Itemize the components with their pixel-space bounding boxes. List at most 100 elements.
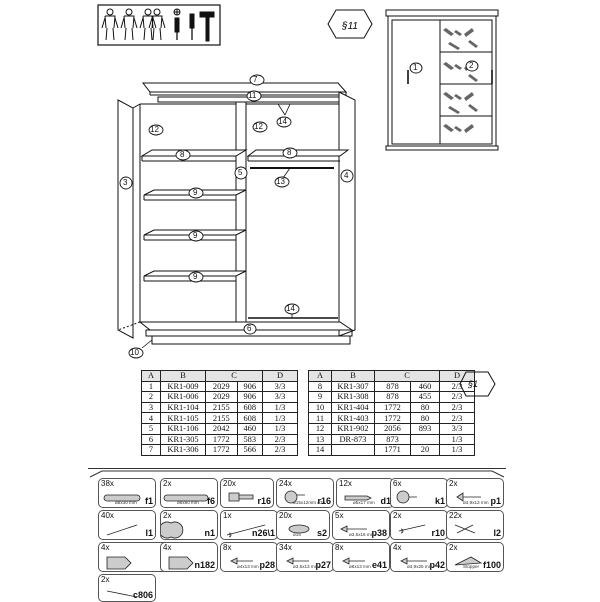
table-cell: 2029 <box>205 391 238 403</box>
hardware-code: k1 <box>434 496 445 506</box>
table-cell: 2/3 <box>439 412 475 424</box>
table-cell: 566 <box>236 444 264 456</box>
table-cell: KR1-106 <box>160 422 206 435</box>
section-badge <box>327 9 373 39</box>
hardware-dimension: ø5x17 mm <box>353 500 375 505</box>
col-d: D <box>262 370 298 382</box>
hardware-code: r10 <box>431 528 445 538</box>
hardware-qty: 8x <box>335 543 344 552</box>
hardware-code: s2 <box>316 528 327 538</box>
hardware-part-icon <box>288 524 310 534</box>
hardware-qty: 20x <box>279 511 292 520</box>
callout-6: 6 <box>247 324 252 333</box>
hardware-code: l2 <box>493 528 501 538</box>
table-cell: 14 <box>308 444 332 456</box>
table-cell: 2042 <box>205 422 238 435</box>
table-cell: 3/3 <box>262 391 298 403</box>
table-cell: 10 <box>308 401 332 414</box>
table-cell: 2155 <box>205 401 238 414</box>
table-cell: 12 <box>308 422 332 435</box>
table-cell: 1772 <box>205 433 238 446</box>
tools-box <box>97 4 221 46</box>
hardware-code: r16 <box>257 496 271 506</box>
hardware-code: d1 <box>380 496 391 506</box>
hardware-qty: 2x <box>163 479 172 488</box>
table-cell: 3 <box>141 401 161 414</box>
hardware-part-icon <box>284 490 305 504</box>
table-cell: 2056 <box>374 422 411 435</box>
hardware-part-icon <box>168 556 194 570</box>
callout-12: 12 <box>254 122 263 131</box>
callout-10: 10 <box>130 348 139 357</box>
hardware-qty: 4x <box>393 543 402 552</box>
table-cell: 1/3 <box>262 412 298 424</box>
table-cell: 3/3 <box>262 380 298 393</box>
hardware-dimension: ø3,5x16 mm <box>349 532 375 537</box>
hardware-part-icon <box>103 494 141 502</box>
table-cell: 2/3 <box>262 433 298 446</box>
hardware-dimension: ø3,9x25 mm <box>407 564 433 569</box>
table-cell: 893 <box>409 422 441 435</box>
table-cell: KR1-006 <box>160 391 206 403</box>
table-cell: KR1-404 <box>331 401 375 414</box>
hardware-part-icon <box>286 557 309 565</box>
table-cell: 7 <box>141 444 161 456</box>
table-cell: 1/3 <box>439 444 475 456</box>
door-callout-2: 2 <box>469 61 474 70</box>
table-cell: 1772 <box>374 401 411 414</box>
hardware-qty: 12x <box>339 479 352 488</box>
table-cell: 878 <box>374 391 411 403</box>
col-c: C <box>205 370 263 382</box>
col-b: B <box>331 370 375 382</box>
callout-9: 9 <box>193 231 198 240</box>
hardware-code: c806 <box>132 590 153 600</box>
table-cell: 1 <box>141 380 161 393</box>
hardware-dimension: ø15x12mm ø36 <box>293 500 326 505</box>
hardware-code: l1 <box>145 528 153 538</box>
assembly-illustration: §11 <box>97 4 373 359</box>
section-badge-label: §11 <box>341 21 358 32</box>
table-header-row: A B C D A B C D <box>141 370 475 382</box>
table-cell: 2/3 <box>439 391 475 403</box>
table-cell: 2/3 <box>439 401 475 414</box>
col-d: D <box>439 370 475 382</box>
col-b: B <box>160 370 206 382</box>
callout-12: 12 <box>150 125 159 134</box>
closed-wardrobe <box>385 9 499 151</box>
hardware-part-icon <box>456 492 481 502</box>
table-cell: 608 <box>236 401 264 414</box>
table-cell: 608 <box>236 412 264 424</box>
table-cell: 2 <box>141 391 161 403</box>
hardware-qty: 1x <box>223 511 232 520</box>
table-cell: KR1-308 <box>331 391 375 403</box>
hardware-part-icon <box>396 490 417 504</box>
table-cell: 3/3 <box>439 422 475 435</box>
hardware-part-icon <box>340 525 367 533</box>
table-cell: 1/3 <box>439 433 475 446</box>
callout-7: 7 <box>253 75 258 84</box>
table-cell: 9 <box>308 391 332 403</box>
hardware-qty: 5x <box>335 511 344 520</box>
hardware-code: f1 <box>144 496 153 506</box>
table-cell: 2/3 <box>439 380 475 393</box>
table-cell: 5 <box>141 422 161 435</box>
table-cell: 878 <box>374 380 411 393</box>
table-cell: 20 <box>409 444 441 456</box>
table-cell: 4 <box>141 412 161 424</box>
hardware-dimension: ø4x13 mm <box>237 564 259 569</box>
hardware-panel <box>88 468 506 601</box>
hardware-code: p42 <box>429 560 445 570</box>
hardware-part-icon <box>106 556 132 570</box>
col-a: A <box>308 370 332 382</box>
